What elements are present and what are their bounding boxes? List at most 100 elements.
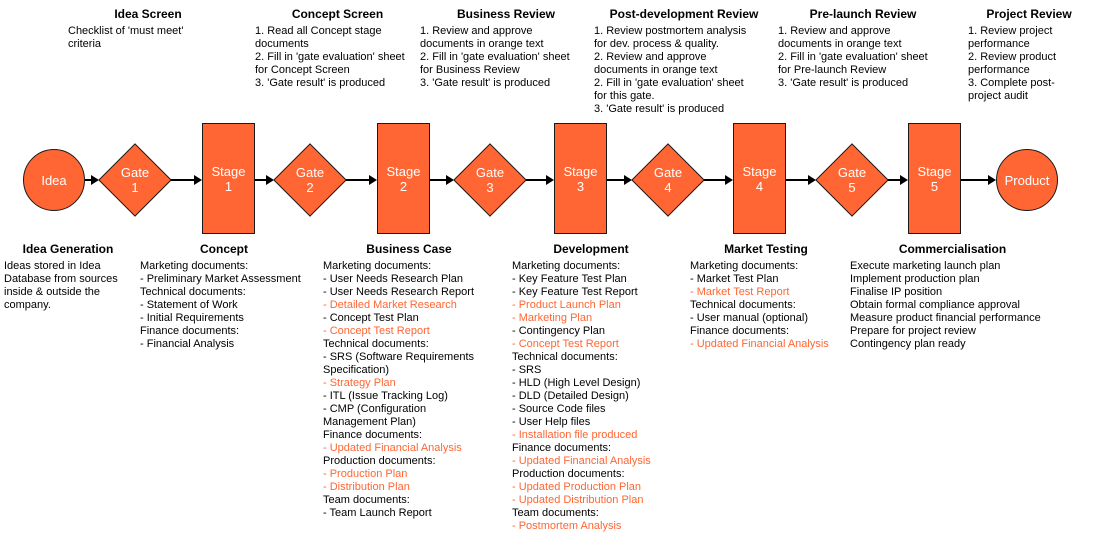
text-line: - Team Launch Report	[323, 507, 432, 519]
text-line: - Source Code files	[512, 403, 606, 415]
text-line: Finance documents:	[323, 429, 423, 441]
text-line: Specification)	[323, 364, 390, 376]
gate-3-node-inner: Gate 3	[465, 154, 515, 206]
document-line-highlighted: - Strategy Plan	[323, 377, 396, 389]
text-line: - Key Feature Test Plan	[512, 273, 627, 285]
text-line: company.	[4, 299, 51, 311]
flow-arrow	[430, 175, 454, 185]
text-line: project audit	[968, 90, 1028, 102]
text-line: - HLD (High Level Design)	[512, 377, 641, 389]
stage-3-node: Stage 3	[554, 123, 607, 234]
text-line: Execute marketing launch plan	[850, 260, 1001, 272]
idea-node-label: Idea	[41, 172, 67, 188]
gate-header-title: Project Review	[986, 7, 1072, 21]
gate-3-node: Gate 3	[453, 143, 527, 217]
text-line: 3. 'Gate result' is produced	[778, 77, 909, 89]
gate-header-title: Pre-launch Review	[809, 7, 917, 21]
text-line: Technical documents:	[690, 299, 796, 311]
text-line: for this gate.	[594, 90, 655, 102]
flow-arrow	[607, 175, 632, 185]
text-line: Production documents:	[512, 468, 625, 480]
text-line: 1. Review and approve	[778, 25, 891, 37]
stage-section-title: Market Testing	[724, 242, 808, 256]
text-line: for Concept Screen	[255, 64, 350, 76]
document-line-highlighted: - Updated Distribution Plan	[512, 494, 644, 506]
text-line: Marketing documents:	[690, 260, 799, 272]
gate-5-node-label: Gate 5	[837, 165, 867, 195]
text-line: 1. Read all Concept stage	[255, 25, 382, 37]
text-line: 2. Review and approve	[594, 51, 707, 63]
text-line: Obtain formal compliance approval	[850, 299, 1020, 311]
text-line: - Contingency Plan	[512, 325, 605, 337]
gate-header-title: Business Review	[456, 7, 556, 21]
flow-arrow	[85, 175, 99, 185]
flow-arrow	[171, 175, 202, 185]
stage-section-concept: Concept Marketing documents:- Preliminar…	[140, 243, 308, 351]
document-line-highlighted: - Concept Test Report	[512, 338, 619, 350]
stage-section-market-testing: Market Testing Marketing documents:- Mar…	[690, 243, 842, 351]
text-line: Finance documents:	[140, 325, 240, 337]
text-line: - User Help files	[512, 416, 591, 428]
text-line: 3. 'Gate result' is produced	[594, 103, 725, 115]
flow-arrow	[346, 175, 377, 185]
gate-5-node: Gate 5	[815, 143, 889, 217]
flow-arrow	[961, 175, 996, 185]
flow-arrow	[255, 175, 274, 185]
text-line: Database from sources	[4, 273, 118, 285]
text-line: Marketing documents:	[512, 260, 621, 272]
stage-5-node-label: Stage 5	[917, 163, 952, 194]
text-line: - ITL (Issue Tracking Log)	[323, 390, 448, 402]
stage-section-title: Idea Generation	[22, 242, 114, 256]
document-line-highlighted: - Installation file produced	[512, 429, 638, 441]
text-line: - Key Feature Test Report	[512, 286, 638, 298]
gate-4-node: Gate 4	[631, 143, 705, 217]
stage-1-node: Stage 1	[202, 123, 255, 234]
text-line: Ideas stored in Idea	[4, 260, 101, 272]
gate-2-node-inner: Gate 2	[285, 154, 335, 206]
gate-header-body: Checklist of 'must meet'criteria	[68, 25, 228, 51]
gate-3-node-label: Gate 3	[475, 165, 505, 195]
gate-4-node-label: Gate 4	[653, 165, 683, 195]
text-line: 2. Fill in 'gate evaluation' sheet	[594, 77, 744, 89]
document-line-highlighted: - Updated Production Plan	[512, 481, 642, 493]
flow-arrow	[704, 175, 733, 185]
document-line-highlighted: - Distribution Plan	[323, 481, 410, 493]
text-line: 2. Review product	[968, 51, 1057, 63]
document-line-highlighted: - Concept Test Report	[323, 325, 430, 337]
gate-header-post-development-review: Post-development Review 1. Review postmo…	[594, 8, 774, 116]
text-line: 2. Fill in 'gate evaluation' sheet	[255, 51, 405, 63]
text-line: 2. Fill in 'gate evaluation' sheet	[778, 51, 928, 63]
text-line: Contingency plan ready	[850, 338, 966, 350]
stage-5-node: Stage 5	[908, 123, 961, 234]
text-line: Technical documents:	[323, 338, 429, 350]
stage-section-title: Business Case	[366, 242, 452, 256]
product-node-label: Product	[1004, 172, 1050, 188]
stage-section-commercialisation: Commercialisation Execute marketing laun…	[850, 243, 1055, 351]
text-line: - SRS (Software Requirements	[323, 351, 474, 363]
text-line: documents	[255, 38, 309, 50]
flow-arrow	[526, 175, 554, 185]
stage-section-body: Marketing documents:- Preliminary Market…	[140, 260, 308, 351]
text-line: Finalise IP position	[850, 286, 943, 298]
stage-section-development: Development Marketing documents:- Key Fe…	[512, 243, 670, 533]
gate-1-node: Gate 1	[98, 143, 172, 217]
text-line: - Statement of Work	[140, 299, 238, 311]
text-line: Marketing documents:	[323, 260, 432, 272]
document-line-highlighted: - Updated Financial Analysis	[323, 442, 462, 454]
text-line: Production documents:	[323, 455, 436, 467]
flow-arrow	[786, 175, 816, 185]
text-line: Team documents:	[323, 494, 410, 506]
text-line: - Market Test Plan	[690, 273, 779, 285]
text-line: documents in orange text	[778, 38, 902, 50]
text-line: for Business Review	[420, 64, 520, 76]
text-line: performance	[968, 38, 1030, 50]
product-node: Product	[996, 149, 1058, 211]
